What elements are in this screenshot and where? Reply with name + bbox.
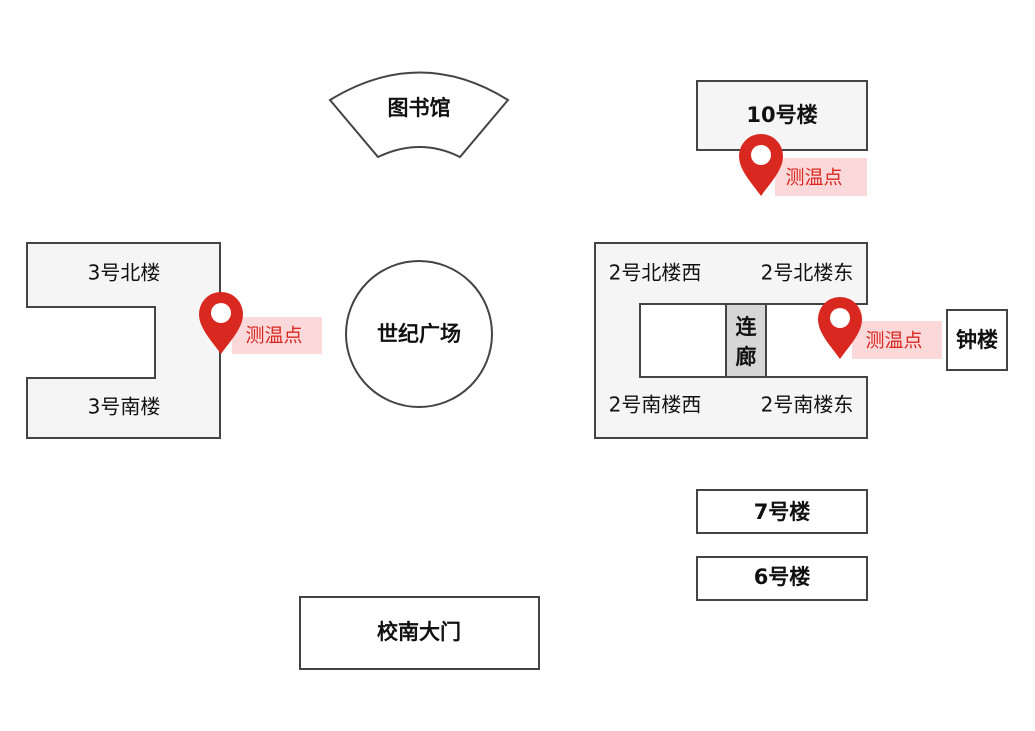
building-2-north-east-label: 2号北楼东	[761, 261, 854, 285]
building-2-south-west-label: 2号南楼西	[609, 393, 702, 417]
map-pin-dot	[211, 303, 231, 323]
temperature-point-highlight	[852, 321, 942, 359]
building-3-south-label: 3号南楼	[88, 395, 161, 419]
clock-tower[interactable]	[946, 309, 1008, 371]
clock-tower-label: 钟楼	[956, 328, 998, 352]
building-2[interactable]	[594, 242, 868, 439]
library-label: 图书馆	[388, 96, 451, 120]
corridor-label-1: 连	[736, 315, 758, 339]
century-plaza-label: 世纪广场	[377, 322, 461, 346]
temperature-point-2[interactable]: 测温点	[818, 297, 942, 359]
century-plaza[interactable]	[345, 260, 493, 408]
corridor-label-2: 廊	[736, 345, 757, 369]
building-2-south-east-label: 2号南楼东	[761, 393, 854, 417]
building-10-label: 10号楼	[746, 103, 817, 127]
building-2-north-west-label: 2号北楼西	[609, 261, 702, 285]
south-gate-label: 校南大门	[377, 620, 461, 644]
building-7-label: 7号楼	[754, 500, 811, 524]
temperature-point-10[interactable]: 测温点	[739, 134, 867, 196]
temperature-point-label: 测温点	[245, 325, 302, 347]
temperature-point-label: 测温点	[785, 167, 842, 189]
building-3-north-label: 3号北楼	[88, 261, 161, 285]
library-building[interactable]	[328, 71, 510, 159]
map-pin-dot	[751, 145, 771, 165]
building-6-label: 6号楼	[754, 565, 811, 589]
map-pin-dot	[830, 308, 850, 328]
corridor[interactable]	[725, 303, 767, 378]
temperature-point-highlight	[232, 317, 322, 354]
temperature-point-label: 测温点	[865, 330, 922, 352]
building-7[interactable]	[696, 489, 868, 534]
building-6[interactable]	[696, 556, 868, 601]
temperature-point-3[interactable]: 测温点	[199, 292, 322, 354]
south-gate[interactable]	[299, 596, 540, 670]
temperature-point-highlight	[775, 158, 867, 196]
building-10[interactable]	[696, 80, 868, 151]
